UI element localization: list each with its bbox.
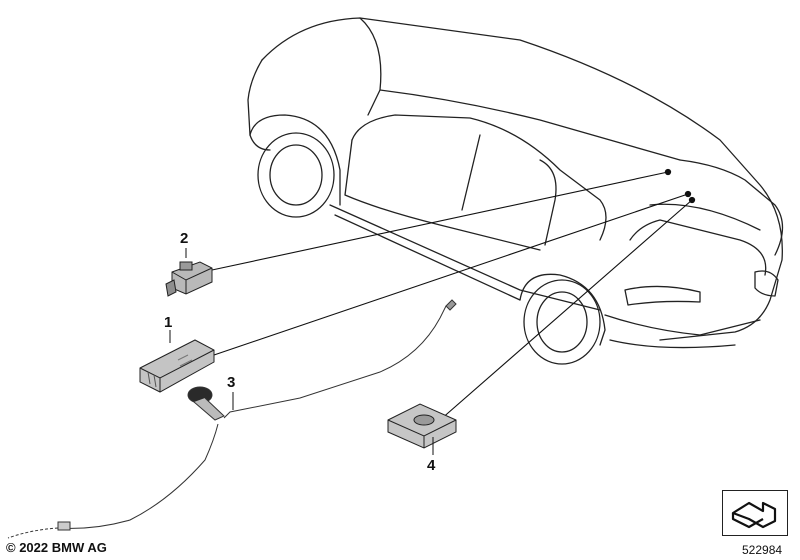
car-outline xyxy=(247,17,784,365)
part-2-connector xyxy=(165,261,213,297)
callout-1: 1 xyxy=(164,314,173,331)
callout-2: 2 xyxy=(180,230,189,247)
callout-stubs xyxy=(169,248,434,455)
callout-4: 4 xyxy=(427,457,436,474)
part-1-amplifier xyxy=(139,339,215,393)
copyright-text: © 2022 BMW AG xyxy=(6,540,107,555)
callout-3: 3 xyxy=(227,374,236,391)
leader-lines xyxy=(211,168,696,421)
parts-arrow-icon xyxy=(722,490,788,536)
diagram-number: 522984 xyxy=(742,543,783,557)
part-3-cable xyxy=(7,299,457,539)
part-4-module xyxy=(387,403,457,449)
